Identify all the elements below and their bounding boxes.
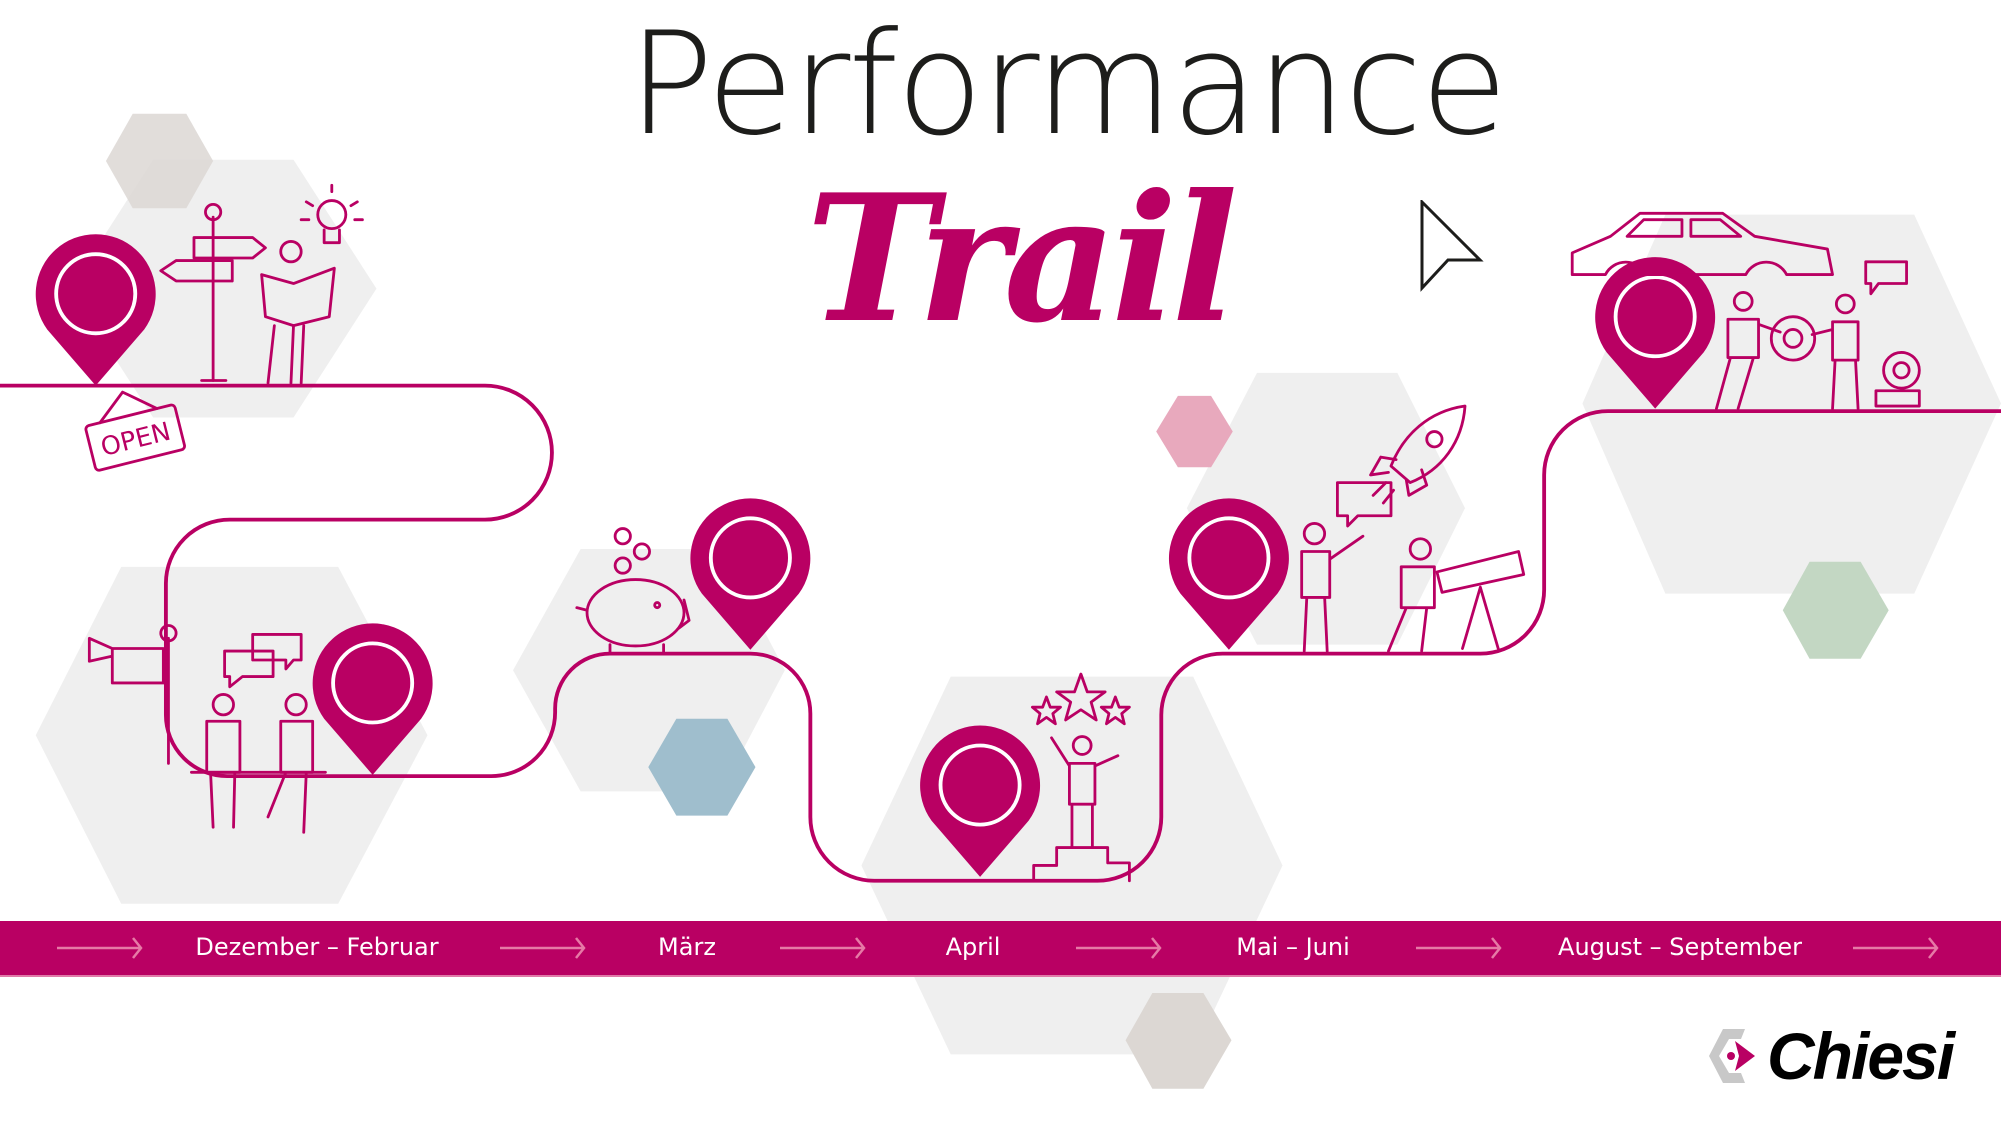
map-pin-icon[interactable] (1595, 257, 1716, 409)
timeline-bar: Dezember – Februar März April Mai – Juni… (0, 921, 2001, 977)
person-with-map-icon (260, 240, 336, 385)
map-pin-icon[interactable] (312, 623, 433, 775)
arrow-right-icon (57, 937, 143, 959)
winner-podium-icon (1030, 672, 1131, 883)
hexagon-blue (648, 718, 756, 816)
hexagon-bg (861, 676, 1283, 1055)
map-pin-icon[interactable] (690, 498, 811, 650)
arrow-right-icon (780, 937, 866, 959)
map-pins (35, 234, 1716, 877)
map-pin-icon[interactable] (1168, 498, 1289, 650)
arrow-right-icon (500, 937, 586, 959)
title-trail: Trail (806, 157, 1238, 362)
chiesi-logo: Chiesi (1705, 1018, 1955, 1094)
arrow-right-icon (1076, 937, 1162, 959)
rocket-icon (1369, 404, 1467, 505)
car-icon (1570, 211, 1834, 276)
stage-label: Dezember – Februar (195, 933, 439, 961)
hexagon-bg (70, 159, 377, 418)
map-pin-icon[interactable] (920, 725, 1041, 877)
arrow-right-icon (1853, 937, 1939, 959)
hexagon-green (1782, 561, 1889, 659)
stage-label: August – September (1558, 933, 1802, 961)
stage-label: März (658, 933, 716, 961)
piggy-bank-icon (575, 527, 691, 656)
stage-label: Mai – Juni (1236, 933, 1350, 961)
chiesi-logo-text: Chiesi (1767, 1019, 1955, 1093)
signpost-icon (159, 202, 267, 382)
lightbulb-icon (299, 183, 364, 245)
map-pin-icon[interactable] (35, 234, 156, 386)
hexagon-taupe (1125, 993, 1232, 1089)
meeting-people-icon (190, 633, 327, 834)
title-performance: Performance (628, 2, 1508, 167)
mouse-cursor-icon (1420, 200, 1484, 292)
presenting-people-icon (1300, 481, 1526, 653)
hexagon-taupe (105, 113, 214, 209)
flag-icon (87, 624, 178, 765)
hexagon-pink (1156, 395, 1233, 468)
trail-path (0, 383, 2001, 883)
arrow-right-icon (1416, 937, 1502, 959)
stage-label: April (945, 933, 1001, 961)
mechanics-icon (1715, 260, 1921, 410)
chiesi-logo-mark-icon (1709, 1029, 1755, 1083)
